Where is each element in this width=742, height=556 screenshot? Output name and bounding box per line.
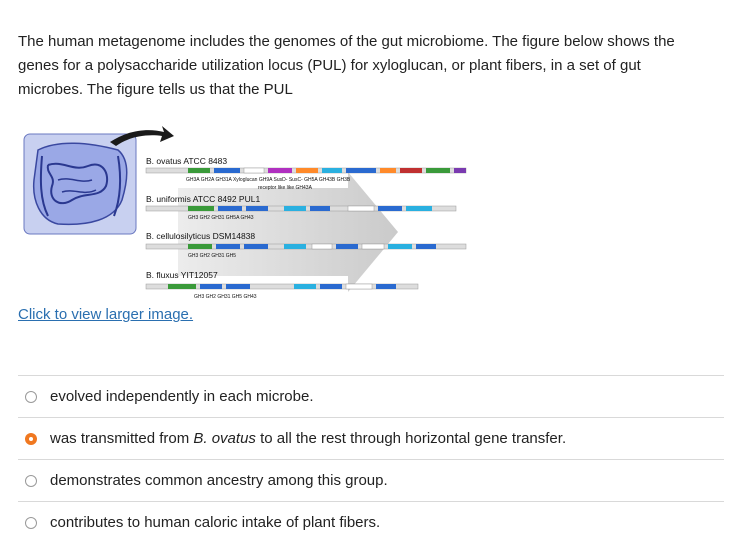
question-text: The human metagenome includes the genome…: [18, 30, 724, 102]
answer-option-2-pre: was transmitted from: [50, 430, 194, 447]
pointer-arrow-icon: [110, 126, 174, 146]
organism-name-2: B. uniformis ATCC 8492 PUL1: [146, 194, 260, 204]
gene-track-2: [145, 205, 457, 212]
organism-genes-2: GH3 GH2 GH31 GH5A GH43: [188, 215, 254, 221]
gene-track-3: [145, 243, 467, 250]
answer-option-3-text: demonstrates common ancestry among this …: [50, 472, 388, 489]
answer-options: evolved independently in each microbe. w…: [18, 375, 724, 543]
organism-genes-1: GH3A GH2A GH31A Xyloglucan GH9A SusD- Su…: [186, 177, 351, 183]
organism-name-1: B. ovatus ATCC 8483: [146, 156, 227, 166]
gene-track-1: [145, 167, 467, 174]
question-line-1: The human metagenome includes the genome…: [18, 33, 675, 50]
question-line-3: microbes. The figure tells us that the P…: [18, 81, 293, 98]
gene-track-4: [145, 283, 419, 290]
answer-option-2[interactable]: was transmitted from B. ovatus to all th…: [18, 417, 724, 459]
answer-option-2-italic: B. ovatus: [193, 430, 256, 447]
organism-name-3: B. cellulosilyticus DSM14838: [146, 231, 255, 241]
radio-button-1[interactable]: [25, 390, 37, 403]
gut-illustration: [23, 133, 137, 235]
answer-option-1-text: evolved independently in each microbe.: [50, 388, 314, 405]
answer-option-2-post: to all the rest through horizontal gene …: [255, 430, 567, 447]
radio-button-2-selected[interactable]: [25, 432, 37, 445]
organism-genes-1b: receptor like like GH43A: [258, 185, 313, 191]
answer-option-4[interactable]: contributes to human caloric intake of p…: [18, 501, 724, 543]
answer-option-3[interactable]: demonstrates common ancestry among this …: [18, 459, 724, 501]
organism-genes-3: GH3 GH2 GH31 GH5: [188, 253, 236, 259]
transfer-arrow-icon: [178, 172, 398, 292]
view-larger-image-link[interactable]: Click to view larger image.: [18, 306, 194, 323]
question-line-2: genes for a polysaccharide utilization l…: [18, 57, 641, 74]
radio-button-4[interactable]: [25, 516, 37, 529]
pul-figure-image: B. ovatus ATCC 8483 GH3A GH2A GH31A Xylo…: [23, 126, 467, 300]
answer-option-2-text: was transmitted from B. ovatus to all th…: [50, 430, 566, 447]
organism-name-4: B. fluxus YIT12057: [146, 270, 218, 280]
answer-option-4-text: contributes to human caloric intake of p…: [50, 514, 381, 531]
radio-button-3[interactable]: [25, 474, 37, 487]
answer-option-1[interactable]: evolved independently in each microbe.: [18, 375, 724, 417]
organism-genes-4: GH3 GH2 GH31 GH5 GH43: [194, 294, 257, 300]
pul-figure: B. ovatus ATCC 8483 GH3A GH2A GH31A Xylo…: [18, 120, 488, 310]
